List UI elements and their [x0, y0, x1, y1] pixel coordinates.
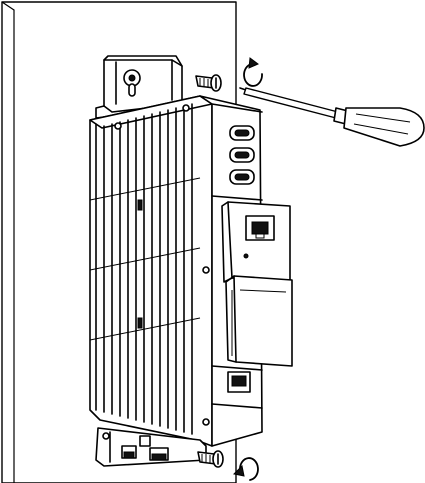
heatsink-fins — [89, 103, 201, 435]
ethernet-port-lower — [227, 371, 251, 393]
lower-screw — [197, 450, 224, 468]
device-housing — [89, 95, 213, 447]
coax-port-3 — [229, 169, 255, 185]
rotation-arrow-lower — [232, 457, 259, 481]
coax-port-1 — [229, 125, 255, 141]
port-module — [199, 95, 293, 447]
lower-mounting-bracket — [95, 427, 207, 467]
upper-screw — [195, 74, 222, 92]
upper-mounting-bracket — [95, 55, 191, 119]
screwdriver — [239, 87, 425, 147]
ethernet-port-upper — [245, 215, 275, 241]
coax-port-2 — [229, 147, 255, 163]
rotation-arrow-upper — [243, 57, 263, 87]
keyhole-slot — [123, 69, 141, 97]
